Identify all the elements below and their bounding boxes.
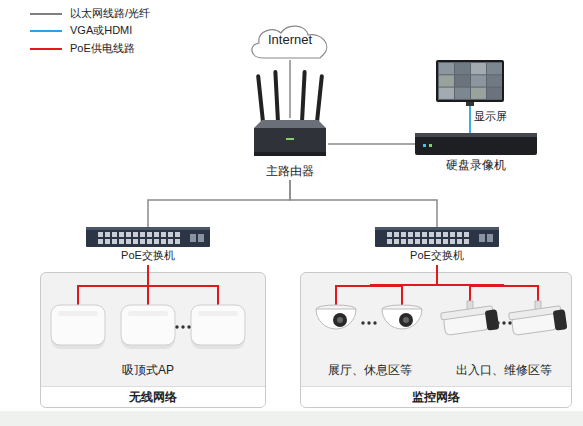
poe-switch: PoE交换机 bbox=[86, 227, 210, 265]
poe-link bbox=[370, 265, 437, 285]
node-label: PoE交换机 bbox=[375, 249, 499, 262]
camera-group: 出入口、维修区等 bbox=[440, 285, 568, 383]
legend-line-sample bbox=[30, 48, 62, 50]
legend-line-sample bbox=[30, 13, 62, 15]
ethernet-link bbox=[148, 180, 290, 227]
node-label: 吸顶式AP bbox=[46, 363, 250, 377]
node-label: 显示屏 bbox=[474, 110, 514, 123]
poe-link bbox=[437, 265, 504, 285]
monitor-screen-shape bbox=[432, 60, 508, 106]
ethernet-link bbox=[290, 180, 437, 227]
video-recorder: 硬盘录像机 bbox=[415, 133, 537, 175]
poe-switch: PoE交换机 bbox=[375, 227, 499, 265]
ap-group: 吸顶式AP bbox=[46, 285, 250, 383]
bottom-band bbox=[0, 411, 583, 426]
ethernet-link bbox=[289, 60, 291, 118]
video-link bbox=[469, 106, 471, 133]
node-label: 展厅、休息区等 bbox=[306, 363, 434, 377]
panel-title: 无线网络 bbox=[41, 386, 265, 407]
legend-line-sample bbox=[30, 30, 62, 32]
legend-label: 以太网线路/光纤 bbox=[70, 7, 150, 20]
internet-cloud: Internet bbox=[245, 22, 335, 60]
node-label: 主路由器 bbox=[252, 164, 328, 178]
panel-title: 监控网络 bbox=[301, 386, 571, 407]
legend-label: PoE供电线路 bbox=[70, 42, 135, 55]
network-panel: 展厅、休息区等出入口、维修区等监控网络 bbox=[300, 272, 572, 408]
node-label: Internet bbox=[245, 32, 335, 48]
legend-label: VGA或HDMI bbox=[70, 24, 132, 37]
node-label: PoE交换机 bbox=[86, 249, 210, 262]
poe-link bbox=[147, 265, 149, 285]
node-label: 出入口、维修区等 bbox=[440, 363, 568, 377]
monitor-screen: 显示屏 bbox=[432, 60, 508, 106]
camera-group: 展厅、休息区等 bbox=[306, 285, 434, 383]
ethernet-link bbox=[328, 143, 415, 145]
main-router: 主路由器 bbox=[252, 118, 328, 180]
node-label: 硬盘录像机 bbox=[415, 158, 537, 172]
network-panel: 吸顶式AP 无线网络 bbox=[40, 272, 266, 408]
